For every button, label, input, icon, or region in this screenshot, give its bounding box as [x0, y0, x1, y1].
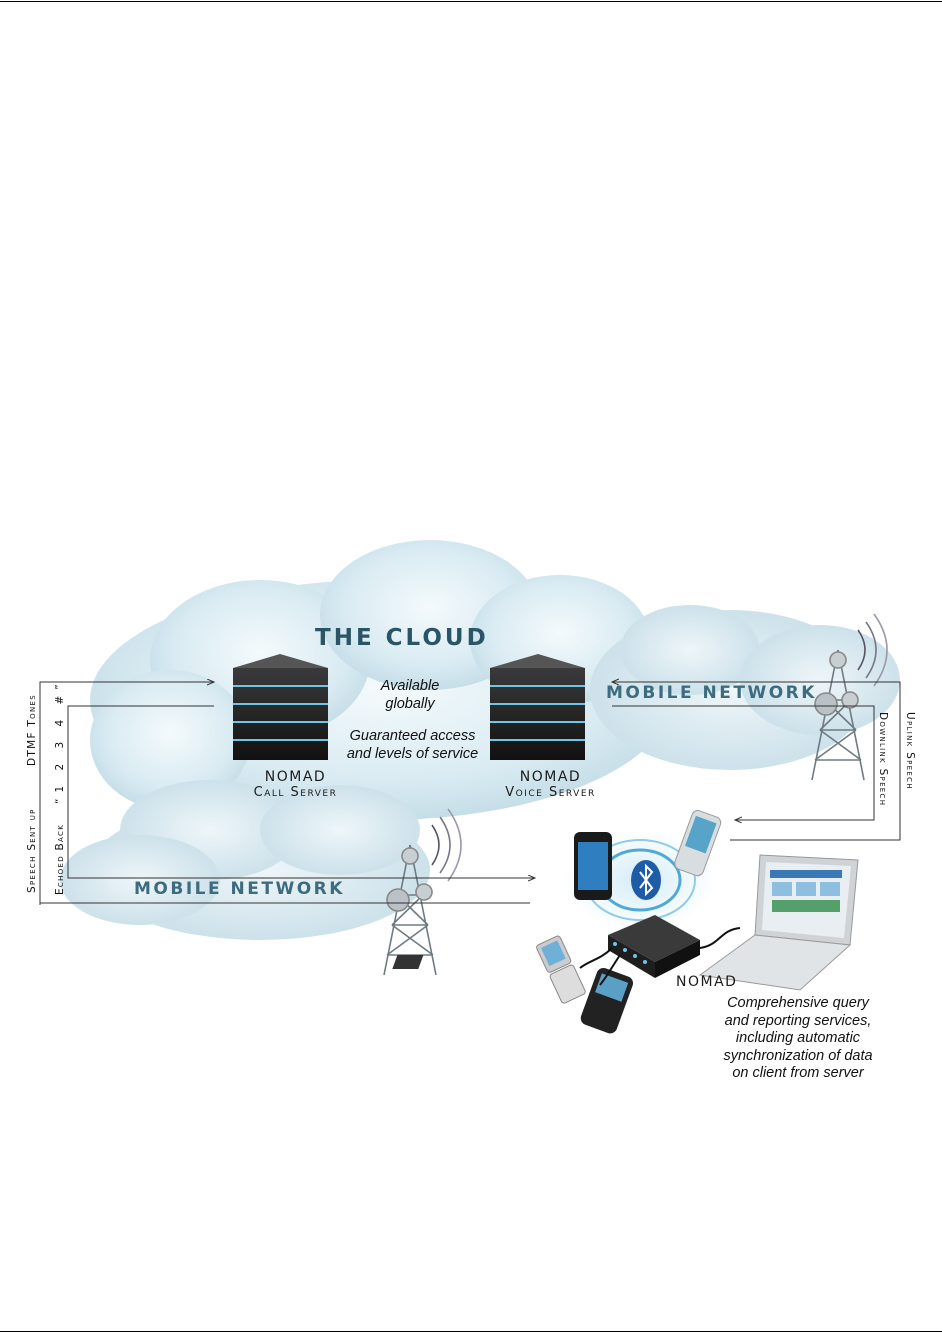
speech-sent-up-label: Speech Sent up [26, 808, 38, 893]
cell-tower-icon [811, 613, 888, 781]
available-line: Available [380, 678, 440, 694]
flow-lines [39, 682, 901, 905]
laptop-icon [392, 854, 859, 991]
voice-server-label: NOMAD Voice Server [483, 769, 618, 800]
mobile-network-label: MOBILE NETWORK [134, 879, 345, 899]
smartphone-icon [574, 832, 612, 900]
flip-phone-icon [536, 935, 586, 1004]
nomad-device-icon [579, 915, 741, 986]
downlink-speech-label: Downlink Speech [877, 712, 889, 807]
reporting-line: on client from server [732, 1065, 864, 1081]
voice-server-role: Voice Server [505, 785, 596, 800]
reporting-line: and reporting services, [724, 1012, 872, 1029]
right-cloud [590, 605, 900, 770]
voice-server-name: NOMAD [519, 769, 582, 785]
guaranteed-text: Guaranteed access and levels of service [340, 728, 485, 763]
nomad-device-label: NOMAD [676, 974, 738, 990]
reporting-line: synchronization of data [723, 1047, 873, 1064]
reporting-line: including automatic [735, 1030, 861, 1046]
available-line: globally [385, 695, 435, 712]
bottom-rule [0, 1331, 942, 1332]
guaranteed-line: and levels of service [346, 745, 479, 762]
bottom-cloud [60, 780, 430, 940]
dtmf-tones-label: DTMF Tones [26, 694, 38, 766]
available-text: Available globally [350, 678, 470, 713]
bluetooth-icon [631, 860, 661, 900]
call-server-icon [233, 654, 328, 760]
cell-tower-icon [383, 808, 462, 976]
echoed-back-label: Echoed Back [54, 823, 66, 895]
top-rule [0, 1, 942, 2]
mobile-network-label: MOBILE NETWORK [606, 683, 817, 703]
cloud-title: THE CLOUD [315, 625, 489, 651]
pda-icon [674, 810, 722, 877]
digits-label: “1 2 3 4 #” [54, 678, 66, 804]
reporting-line: Comprehensive query [727, 995, 869, 1011]
guaranteed-line: Guaranteed access [349, 728, 476, 744]
reporting-text: Comprehensive query and reporting servic… [712, 995, 884, 1083]
call-server-role: Call Server [253, 785, 338, 800]
voice-server-icon [490, 654, 585, 760]
call-server-label: NOMAD Call Server [228, 769, 363, 800]
call-server-name: NOMAD [264, 769, 327, 785]
uplink-speech-label: Uplink Speech [904, 712, 916, 790]
